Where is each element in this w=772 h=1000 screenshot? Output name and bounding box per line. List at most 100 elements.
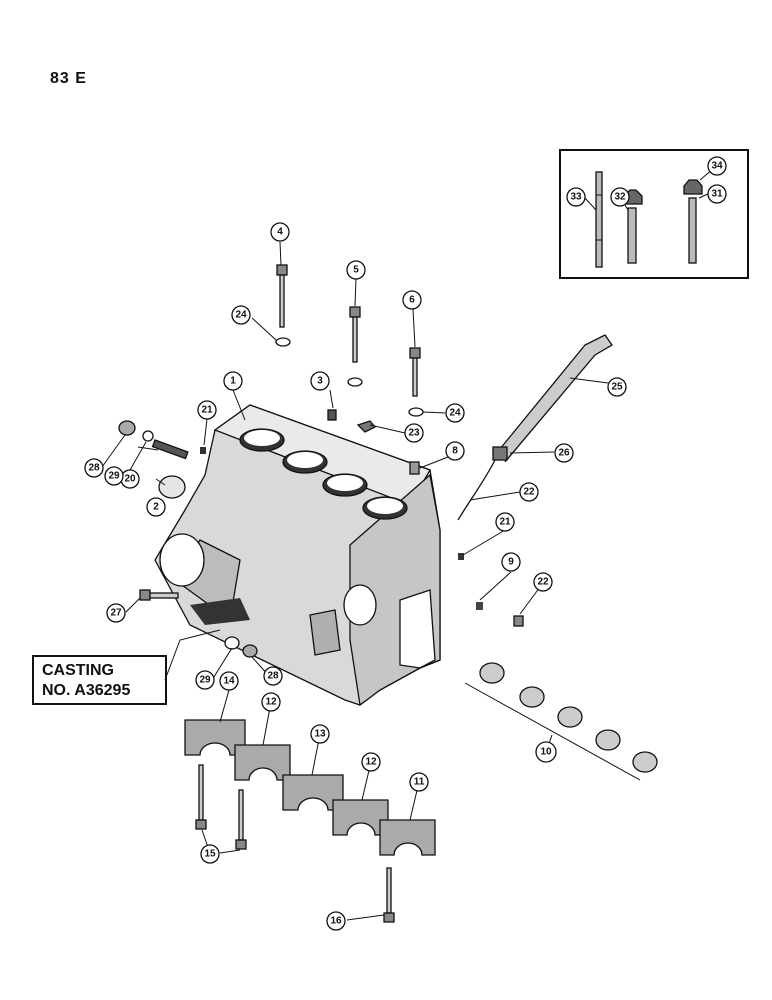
callout-12-front: 12: [261, 692, 281, 712]
svg-text:15: 15: [204, 849, 216, 860]
svg-text:8: 8: [452, 446, 458, 457]
svg-text:12: 12: [365, 757, 377, 768]
callout-29-lower: 29: [195, 670, 215, 690]
svg-text:28: 28: [267, 671, 279, 682]
svg-text:10: 10: [540, 747, 552, 758]
callout-21-left: 21: [197, 400, 217, 420]
svg-text:24: 24: [449, 408, 461, 419]
svg-text:29: 29: [199, 675, 211, 686]
callout-12-rear: 12: [361, 752, 381, 772]
callout-24-upper: 24: [231, 305, 251, 325]
svg-text:26: 26: [558, 448, 570, 459]
tube-22: [457, 459, 496, 521]
bolt-27: [139, 589, 179, 601]
callout-34: 34: [707, 156, 727, 176]
svg-text:5: 5: [353, 265, 359, 276]
callout-31: 31: [707, 184, 727, 204]
plug-21-right: [458, 553, 464, 560]
callout-6: 6: [402, 290, 422, 310]
callout-2: 2: [146, 497, 166, 517]
callout-16: 16: [326, 911, 346, 931]
cap-bolt-16: [383, 867, 395, 923]
svg-text:1: 1: [230, 376, 236, 387]
sleeve-8: [409, 461, 420, 475]
plug-21-left: [200, 447, 206, 454]
plug-9: [476, 602, 483, 610]
callout-32: 32: [610, 187, 630, 207]
inset-box: [559, 149, 749, 279]
svg-text:2: 2: [153, 502, 159, 513]
svg-text:22: 22: [537, 577, 549, 588]
svg-text:21: 21: [201, 405, 213, 416]
bolt-5: [347, 306, 363, 387]
svg-text:25: 25: [611, 382, 623, 393]
bearing-cap-11: [379, 819, 436, 856]
svg-text:22: 22: [523, 487, 535, 498]
bearing-cap-13: [282, 774, 344, 811]
callout-8: 8: [445, 441, 465, 461]
callout-29-upper: 29: [104, 466, 124, 486]
callout-28-lower: 28: [263, 666, 283, 686]
cylinder-block: [154, 404, 441, 707]
seal-26: [492, 446, 508, 461]
svg-text:21: 21: [499, 517, 511, 528]
svg-text:24: 24: [235, 310, 247, 321]
plug-22: [513, 615, 524, 627]
callout-23: 23: [404, 423, 424, 443]
plug-2: [158, 475, 186, 499]
svg-text:16: 16: [330, 916, 342, 927]
callout-21-right: 21: [495, 512, 515, 532]
svg-text:27: 27: [110, 608, 122, 619]
callout-13: 13: [310, 724, 330, 744]
callout-28-upper: 28: [84, 458, 104, 478]
bearing-cap-12-front: [234, 744, 291, 781]
callout-20: 20: [120, 469, 140, 489]
svg-text:20: 20: [124, 474, 136, 485]
callout-5: 5: [346, 260, 366, 280]
washer-24-upper: [275, 337, 291, 347]
svg-text:12: 12: [265, 697, 277, 708]
stud-31: [683, 179, 703, 264]
washer-29-lower: [224, 636, 240, 650]
cap-bolt-15-right: [235, 789, 247, 850]
svg-text:6: 6: [409, 295, 415, 306]
callout-1: 1: [223, 371, 243, 391]
washer-24-lower: [408, 407, 424, 417]
callout-9: 9: [501, 552, 521, 572]
bearing-cap-12-rear: [332, 799, 389, 836]
casting-number-note: CASTING NO. A36295: [32, 655, 167, 705]
callout-24-lower: 24: [445, 403, 465, 423]
callout-3: 3: [310, 371, 330, 391]
callout-11: 11: [409, 772, 429, 792]
bolt-6: [409, 347, 421, 397]
svg-text:28: 28: [88, 463, 100, 474]
callout-26: 26: [554, 443, 574, 463]
callout-27: 27: [106, 603, 126, 623]
casting-pointer: [164, 629, 221, 681]
callout-33: 33: [566, 187, 586, 207]
svg-text:9: 9: [508, 557, 514, 568]
stud-20: [151, 439, 189, 460]
callout-25: 25: [607, 377, 627, 397]
callout-4: 4: [270, 222, 290, 242]
callout-22-plug: 22: [533, 572, 553, 592]
cap-bolt-15-left: [195, 764, 207, 830]
svg-text:32: 32: [614, 192, 626, 203]
callout-15: 15: [200, 844, 220, 864]
casting-line-2: NO. A36295: [42, 682, 131, 699]
svg-text:14: 14: [223, 676, 235, 687]
svg-text:34: 34: [711, 161, 723, 172]
svg-text:4: 4: [277, 227, 283, 238]
page-code: 83 E: [50, 70, 87, 87]
svg-text:29: 29: [108, 471, 120, 482]
svg-text:31: 31: [711, 189, 723, 200]
svg-text:13: 13: [314, 729, 326, 740]
svg-text:3: 3: [317, 376, 323, 387]
dipstick-25: [494, 334, 613, 463]
bearings-10: [464, 662, 658, 781]
plug-3: [327, 409, 337, 421]
bearing-cap-14: [184, 719, 246, 756]
callout-22-tube: 22: [519, 482, 539, 502]
callout-14: 14: [219, 671, 239, 691]
svg-text:23: 23: [408, 428, 420, 439]
